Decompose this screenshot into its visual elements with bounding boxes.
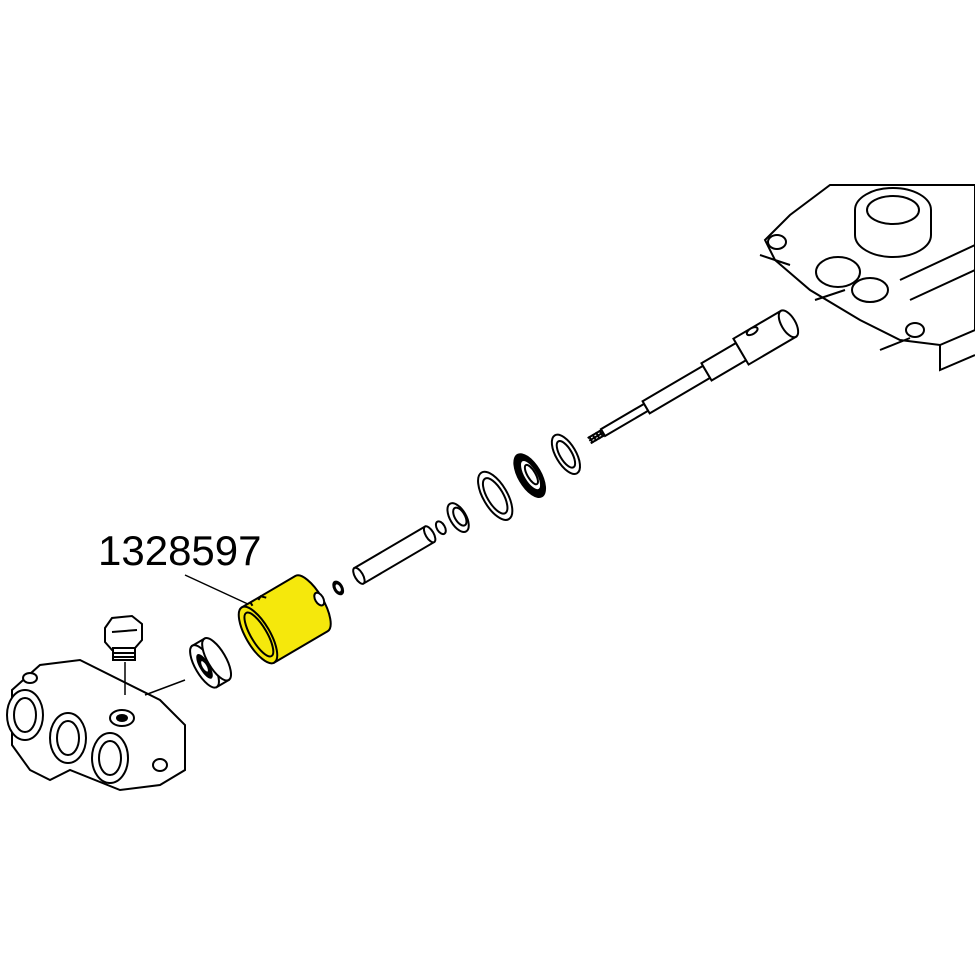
plunger-rod — [587, 309, 800, 445]
valve-seat — [189, 637, 233, 689]
o-ring — [313, 591, 326, 607]
small-ring — [434, 520, 447, 536]
valve-assembly — [189, 309, 800, 689]
washer — [477, 470, 514, 521]
leader-line — [124, 574, 251, 696]
seal-packing — [513, 453, 547, 499]
piston-pin — [352, 525, 437, 585]
plug-bolt — [104, 614, 143, 661]
manifold-block — [6, 658, 186, 792]
washer — [550, 433, 582, 475]
pump-housing — [759, 184, 975, 372]
highlighted-sleeve-1328597 — [237, 574, 332, 665]
retainer — [446, 502, 470, 533]
part-number-callout: 1328597 — [98, 527, 262, 574]
